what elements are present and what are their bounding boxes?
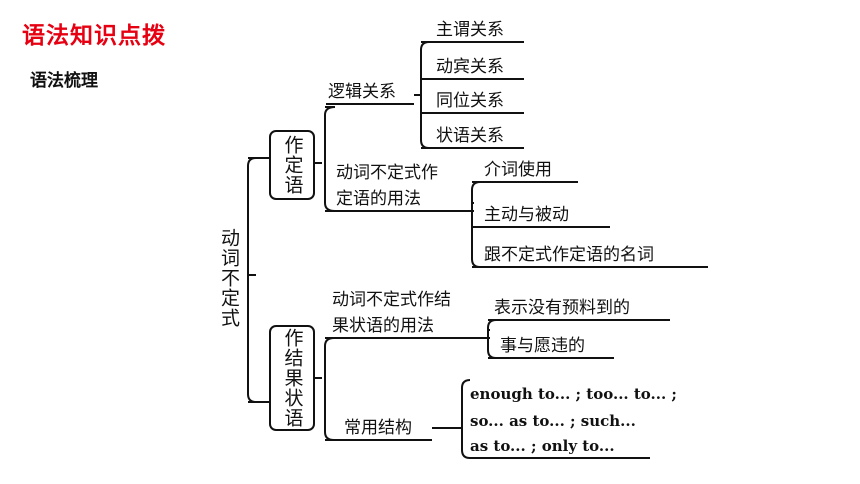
usage-label-line1: 动词不定式作 (336, 163, 438, 183)
result-usage-label-line2: 果状语的用法 (332, 316, 434, 336)
result-usage-bracket (487, 319, 497, 359)
logic-item-4: 状语关系 (436, 126, 504, 146)
page-title: 语法知识点拨 (22, 23, 166, 49)
result-label: 作结果状语 (281, 328, 304, 428)
common-line-2: so... as to... ; such... (470, 412, 636, 430)
common-line-1: enough to... ; too... to... ; (470, 385, 677, 403)
common-bracket (432, 379, 650, 459)
common-label: 常用结构 (344, 418, 412, 438)
result-usage-item-2: 事与愿违的 (500, 336, 585, 356)
root-bracket (247, 157, 270, 403)
common-line-3: as to... ; only to... (470, 437, 615, 455)
logic-bracket (414, 41, 430, 149)
logic-label: 逻辑关系 (328, 82, 396, 102)
usage-item-1: 介词使用 (484, 160, 552, 180)
attributive-label: 作定语 (281, 135, 304, 195)
usage-item-2: 主动与被动 (484, 205, 569, 225)
section-subtitle: 语法梳理 (30, 71, 98, 91)
root-node: 动词不定式 (218, 228, 240, 328)
usage-label-line2: 定语的用法 (336, 189, 421, 209)
attributive-bracket (315, 106, 336, 212)
result-usage-item-1: 表示没有预料到的 (494, 298, 630, 318)
result-node: 作结果状语 (269, 325, 315, 431)
logic-item-2: 动宾关系 (436, 57, 504, 77)
attributive-node: 作定语 (269, 130, 315, 200)
logic-item-1: 主谓关系 (436, 20, 504, 40)
usage-item-3: 跟不定式作定语的名词 (484, 245, 654, 265)
result-bracket (315, 337, 335, 441)
result-usage-label-line1: 动词不定式作结 (332, 290, 451, 310)
usage-bracket (471, 181, 481, 268)
logic-item-3: 同位关系 (436, 91, 504, 111)
